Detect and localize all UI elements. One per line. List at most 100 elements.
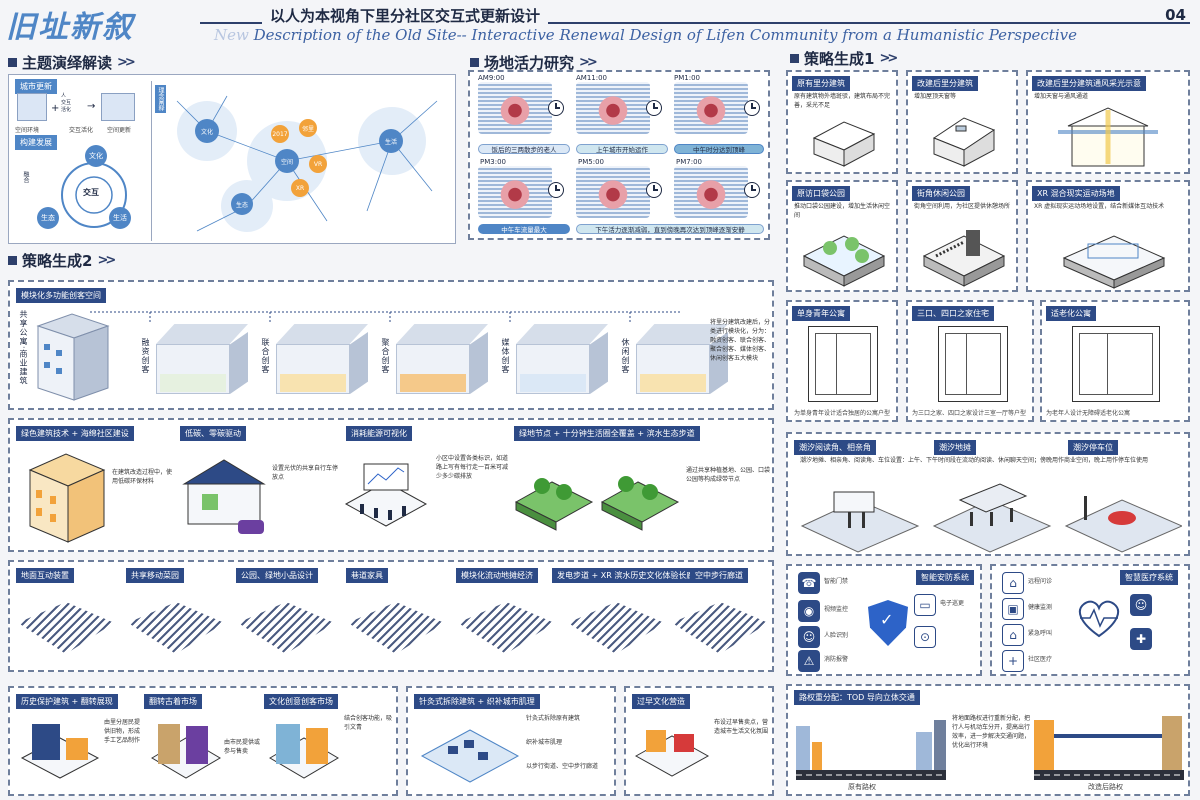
theme-label-mid: 构建发展: [15, 135, 57, 150]
park-sketch-illustration: [238, 602, 334, 654]
strip-tag-7: 空中步行廊道: [690, 568, 748, 583]
theme-img-mid: 人交互活化: [61, 93, 72, 113]
card-text: 增加屋顶天窗等: [914, 93, 957, 100]
security-item: 消防报警: [824, 656, 849, 663]
ring-side-label: 融合: [22, 171, 29, 183]
ring-center: 交互: [83, 188, 99, 197]
green-tag-1: 绿色建筑技术 + 海绵社区建设: [16, 426, 134, 441]
green-tag-3: 消耗能源可视化: [346, 426, 412, 441]
green-panel: 绿色建筑技术 + 海绵社区建设 低碳、零碳驱动 消耗能源可视化 绿地节点 + 十…: [8, 418, 774, 552]
heritage-text-3: 结合创客功能，吸引文青: [344, 715, 393, 731]
card-tag: 适老化公寓: [1046, 306, 1096, 321]
medical-tag: 智慧医疗系统: [1120, 570, 1178, 585]
breakfast-panel: 过早文化营造 布设过早售卖点，营造城市生活文化氛围: [624, 686, 774, 796]
tidal-tag-3: 潮汐停车位: [1068, 440, 1118, 455]
mind-node-orange-4: XR: [291, 179, 309, 197]
acupuncture-panel: 针灸式拆除建筑 + 织补城市肌理 针灸式拆除原有建筑 织补城市肌理 以步行街道、…: [406, 686, 616, 796]
check-icon: ✓: [880, 610, 894, 629]
green-text-3: 小区中设置各类标识，如道路上写有每行走一百米可减少多少碳排放: [436, 455, 509, 480]
sky-corridor-illustration: [672, 602, 768, 654]
heritage-panel: 历史保护建筑 + 翻转展现 翻转古着市场 文化创意创客市场 由里分居民提供旧物，…: [8, 686, 398, 796]
subtitle-text: Description of the Old Site-- Interactiv…: [253, 26, 1077, 44]
green-tag-2: 低碳、零碳驱动: [180, 426, 246, 441]
medical-item: 社区医疗: [1028, 656, 1053, 663]
page-number: 04: [1165, 6, 1186, 24]
time-am9: AM9:00: [478, 74, 505, 82]
clock-icon: [744, 100, 760, 116]
page-title: 以人为本视角下里分社区交互式更新设计: [262, 5, 549, 26]
strip-panel: 地面互动装置 共享移动菜园 公园、绿地小品设计 巷道家具 模块化流动地摊经济 发…: [8, 560, 774, 672]
time-pm5: PM5:00: [578, 158, 604, 166]
tidal-text: 潮汐地摊、相亲角、阅读角、车位设置：上午、下午时间段在流动的阅读、休闲聊天空间；…: [800, 457, 1149, 464]
tod-tag: 路权重分配：TOD 导向立体交通: [794, 690, 920, 705]
tod-after-label: 改造后路权: [1088, 783, 1123, 791]
security-item: 视频监控: [824, 606, 849, 613]
monitor-icon: ▭: [914, 594, 936, 616]
header-rule: [200, 22, 1190, 24]
theme-label-top: 城市更新: [15, 79, 57, 94]
medical-item: 远程问诊: [1028, 578, 1053, 585]
card-tag: 街角休闲公园: [912, 186, 970, 201]
mind-node-culture: 文化: [195, 119, 219, 143]
heritage-text-1: 由里分居民提供旧物，形成手工艺品制作: [104, 719, 141, 744]
house-icon: ⌂: [1002, 572, 1024, 594]
mobile-stall-illustration: [458, 602, 554, 654]
card-text: 增加天窗与通风通道: [1034, 93, 1089, 100]
theme-cap-1: 空间环境: [15, 127, 40, 134]
security-panel: 智能安防系统 ☎ ◉ ☺ ⚠ 智能门禁 视频监控 人脸识别 消防报警 ✓ ▭ ⊙…: [786, 564, 982, 676]
tidal-tag-1: 潮汐阅读角、相亲角: [794, 440, 876, 455]
medical-item: 健康监测: [1028, 604, 1053, 611]
theme-divider: [151, 81, 152, 241]
tidal-tag-2: 潮汐地摊: [934, 440, 976, 455]
card-text: 街角空间利用，为社区提供休憩场所: [914, 203, 1011, 210]
theme-vertical-tag: 理念阐释: [155, 85, 166, 113]
time-pm7: PM7:00: [676, 158, 702, 166]
strip-tag-4: 巷道家具: [346, 568, 388, 583]
heart-pulse-icon: [1078, 600, 1120, 638]
card-elderly-apartment: 适老化公寓 为老年人设计无障碍适老化公寓: [1040, 300, 1190, 422]
tod-before-label: 原有路权: [848, 783, 876, 791]
vitality-caption-1: 饭后的三两散步的老人: [478, 144, 570, 154]
section-theme-heading: 主题演绎解读>>: [8, 52, 136, 73]
theme-img-2: [101, 93, 135, 121]
tidal-panel: 潮汐阅读角、相亲角 潮汐地摊 潮汐停车位 潮汐地摊、相亲角、阅读角、车位设置：上…: [786, 432, 1190, 556]
module-tag: 模块化多功能创客空间: [16, 288, 106, 303]
module-dotted-connectors: [90, 311, 680, 322]
square-icon: [470, 58, 479, 67]
time-pm1: PM1:00: [674, 74, 700, 82]
power-walkway-illustration: [568, 602, 664, 654]
card-note: 为三口之家、四口之家设计三室一厅等户型: [912, 410, 1027, 417]
creative-market-illustration: [269, 724, 339, 779]
breakfast-tag: 过早文化营造: [632, 694, 690, 709]
card-tag: 原有里分建筑: [792, 76, 850, 91]
xr-field-illustration: [1062, 235, 1166, 289]
strip-tag-3: 公园、绿地小品设计: [236, 568, 318, 583]
mind-node-orange-3: VR: [309, 155, 327, 173]
module-label-leisure: 休闲创客: [621, 338, 630, 374]
card-note: 为单身青年设计适合独居的公寓户型: [794, 410, 891, 417]
vitality-caption-3: 中午时分达到顶峰: [674, 144, 764, 154]
chevrons-icon: >>: [879, 51, 898, 66]
breakfast-text: 布设过早售卖点，营造城市生活文化氛围: [714, 719, 769, 735]
original-road-illustration: [796, 720, 946, 780]
security-item: 智能门禁: [824, 578, 849, 585]
card-text: XR 虚拟现实运动场地设置，结合新媒体互动技术: [1034, 203, 1165, 210]
heatmap-pm3: [478, 166, 552, 218]
ring-node-ecology: 生态: [37, 207, 59, 229]
acupuncture-text-3: 以步行街道、空中步行廊道: [526, 763, 599, 770]
module-label-media: 媒体创客: [501, 338, 510, 374]
card-ventilation: 改建后里分建筑通风采光示意 增加天窗与通风通道: [1026, 70, 1190, 174]
mind-node-orange-2: 邻里: [299, 119, 317, 137]
strip-tag-5: 模块化流动地摊经济: [456, 568, 538, 583]
card-tag: XR 混合现实运动场地: [1032, 186, 1120, 201]
room-finance-illustration: [156, 324, 248, 394]
heritage-tag-2: 翻转古着市场: [144, 694, 202, 709]
card-pocket-park: 原访口袋公园 推动口袋公园建设，增加生活休闲空间: [786, 180, 898, 292]
heatmap-pm1: [674, 82, 748, 134]
section-strategy1-heading: 策略生成1>>: [790, 48, 898, 69]
card-corner-park: 街角休闲公园 街角空间利用，为社区提供休憩场所: [906, 180, 1018, 292]
section-label: 主题演绎解读: [22, 54, 113, 72]
floor-plan: [1072, 326, 1160, 402]
mind-node-orange-1: 2017: [271, 125, 289, 143]
camera-icon: ◉: [798, 600, 820, 622]
